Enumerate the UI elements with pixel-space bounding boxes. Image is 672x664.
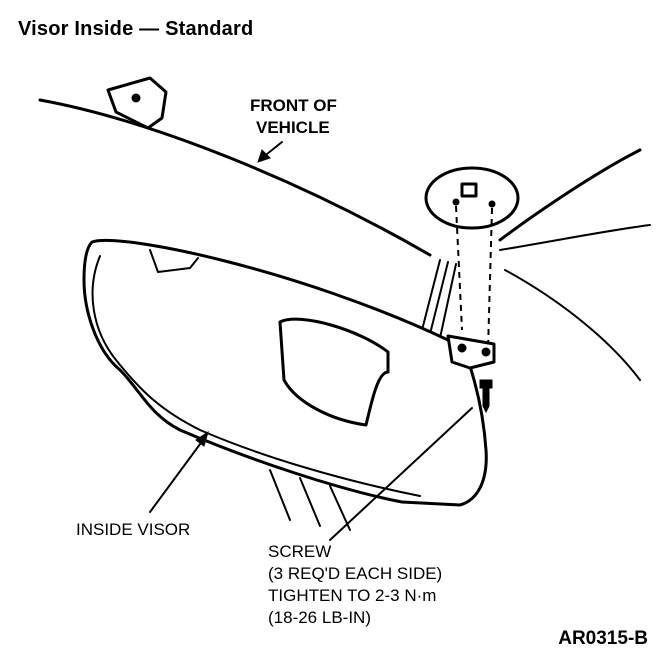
visor-clip-rear — [106, 76, 168, 130]
base-hole-right — [488, 200, 496, 208]
visor-tab-notch — [149, 249, 199, 273]
alignment-line-right — [487, 207, 493, 351]
label-screw-line3: TIGHTEN TO 2-3 N·m — [268, 586, 437, 605]
visor-mirror-cover — [278, 317, 390, 427]
seat-line-1 — [269, 469, 291, 521]
label-front-of-vehicle-line1: FRONT OF — [250, 96, 337, 115]
windshield-lower-line — [504, 269, 641, 381]
windshield-inner-line — [499, 224, 651, 251]
pillar-trim-1 — [421, 259, 441, 331]
label-screw-line4: (18-26 LB-IN) — [268, 608, 371, 627]
mounting-slot — [460, 182, 478, 198]
roof-edge-line — [38, 98, 432, 257]
front-of-vehicle-arrowhead — [257, 149, 271, 163]
screw-leader — [329, 407, 473, 541]
bracket-screw-hole-left — [457, 343, 467, 353]
bracket-screw-hole-right — [481, 347, 491, 357]
base-hole-left — [452, 198, 460, 206]
inside-visor-leader — [149, 435, 207, 513]
visor-inner-edge — [91, 255, 421, 497]
pillar-trim-3 — [439, 263, 457, 339]
figure-id: AR0315-B — [558, 628, 648, 649]
label-inside-visor: INSIDE VISOR — [76, 520, 191, 539]
visor-pivot-bracket — [446, 334, 496, 370]
alignment-line-left — [455, 205, 463, 331]
inside-visor-arrowhead — [195, 430, 209, 447]
mounting-base-oval — [424, 166, 520, 230]
clip-screw-dot — [131, 93, 141, 103]
label-screw-line1: SCREW — [268, 542, 332, 561]
seat-line-2 — [299, 477, 321, 527]
label-screw-line2: (3 REQ'D EACH SIDE) — [268, 564, 443, 583]
windshield-pillar-line — [498, 148, 642, 242]
pillar-trim-2 — [429, 261, 449, 335]
screw-icon — [479, 379, 493, 414]
seat-line-3 — [329, 485, 351, 531]
diagram-title: Visor Inside — Standard — [18, 18, 254, 40]
label-front-of-vehicle-line2: VEHICLE — [256, 118, 330, 137]
